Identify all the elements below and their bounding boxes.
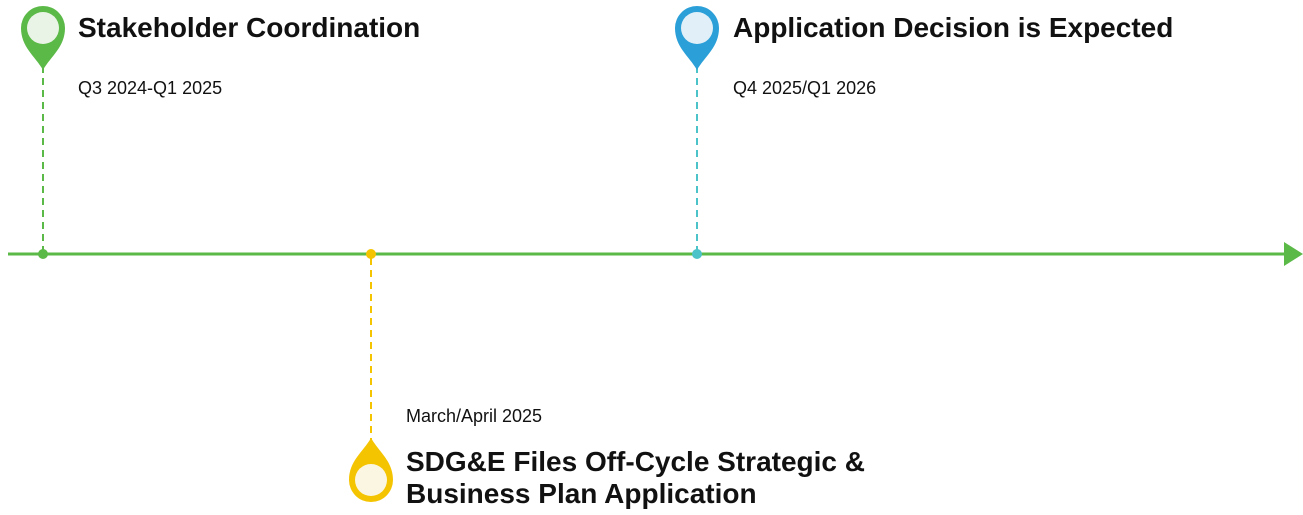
milestone-title-stakeholder: Stakeholder Coordination: [78, 12, 421, 43]
milestone-date-stakeholder: Q3 2024-Q1 2025: [78, 78, 223, 98]
map-pin-icon: [348, 438, 393, 503]
milestone-date-filing: March/April 2025: [406, 406, 543, 426]
milestone-dot-filing: [366, 249, 376, 259]
timeline-arrow-head: [1284, 242, 1303, 266]
map-pin-icon: [21, 6, 65, 70]
milestone-title-filing: SDG&E Files Off-Cycle Strategic & Busine…: [406, 446, 866, 509]
milestone-title-decision: Application Decision is Expected: [733, 12, 1174, 43]
milestone-dot-decision: [692, 249, 702, 259]
map-pin-icon: [675, 6, 719, 70]
milestone-date-decision: Q4 2025/Q1 2026: [733, 78, 877, 98]
milestone-dot-stakeholder: [38, 249, 48, 259]
